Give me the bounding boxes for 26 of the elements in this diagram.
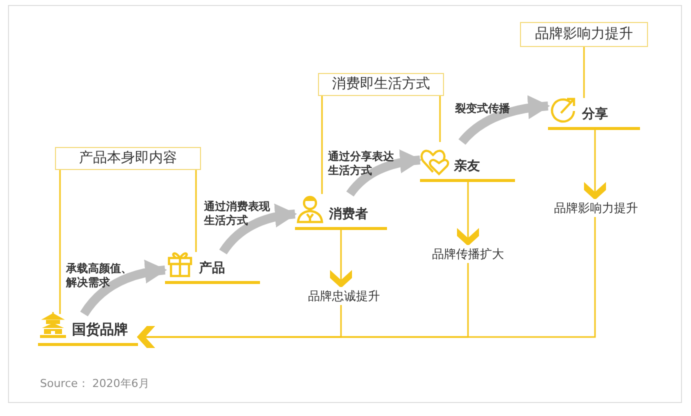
connector-line: [321, 96, 323, 194]
edge-label: 裂变式传播: [455, 102, 511, 116]
curved-arrow: [346, 150, 422, 197]
underlined-node: [165, 252, 260, 284]
node-label: 产品: [199, 260, 225, 277]
node-label: 分享: [582, 106, 608, 123]
connector-line: [583, 47, 585, 98]
curved-arrow: [458, 96, 550, 145]
underlined-node: [295, 194, 387, 230]
connector-line: [195, 170, 197, 252]
connector-line: [59, 170, 61, 314]
edge-label: 通过消费表现生活方式: [204, 200, 271, 228]
node-label: 亲友: [454, 158, 480, 175]
curved-arrow: [80, 260, 167, 316]
underlined-node: [548, 98, 640, 130]
source-note: Source： 2020年6月: [40, 376, 150, 391]
node-label: 国货品牌: [72, 321, 128, 339]
node-label: 消费者: [329, 206, 368, 223]
heading-box: 品牌影响力提升: [520, 22, 648, 47]
curved-arrow: [219, 204, 297, 255]
heading-box: 消费即生活方式: [318, 73, 444, 96]
edge-label: 通过分享表达生活方式: [328, 150, 395, 178]
edge-label: 承载高颜值、解决需求: [66, 262, 133, 290]
heading-box: 产品本身即内容: [55, 147, 201, 170]
connector-line: [439, 96, 441, 142]
underlined-node: [38, 314, 138, 346]
